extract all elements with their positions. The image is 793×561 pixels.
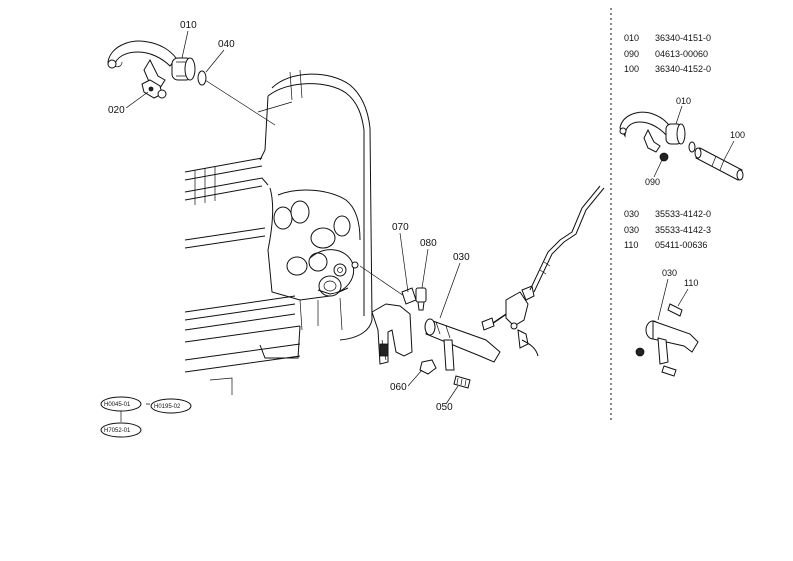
part-number: 36340-4152-0	[655, 64, 711, 74]
shift-arm-assembly	[371, 185, 605, 389]
transmission-housing	[184, 69, 373, 395]
parts-ref: 110	[624, 240, 638, 250]
part-number: 36340-4151-0	[655, 33, 711, 43]
parts-list-a: 010 36340-4151-0 090 04613-00060 100 363…	[624, 33, 711, 74]
part-number: 35533-4142-0	[655, 209, 711, 219]
callout-010: 010	[180, 20, 197, 31]
ref-oval-2: H0195-02	[154, 404, 181, 410]
inset-callout-010: 010	[676, 96, 691, 106]
callout-060: 060	[390, 382, 407, 393]
parts-ref: 010	[624, 33, 639, 43]
inset-callout-090: 090	[645, 177, 660, 187]
part-number: 04613-00060	[655, 49, 708, 59]
callout-030: 030	[453, 252, 470, 263]
inset-a-drawing	[619, 111, 744, 181]
ref-oval-1: H0045-01	[104, 402, 131, 408]
inset-callout-100: 100	[730, 130, 745, 140]
inset-b-drawing	[635, 303, 699, 377]
callout-070: 070	[392, 222, 409, 233]
o-ring-040	[197, 70, 207, 86]
reference-ovals: H0045-01 H0195-02 H7052-01	[100, 396, 192, 438]
inset-callout-030: 030	[662, 268, 677, 278]
ref-oval-3: H7052-01	[104, 428, 131, 434]
callout-080: 080	[420, 238, 437, 249]
parts-ref: 030	[624, 225, 639, 235]
callout-020: 020	[108, 105, 125, 116]
leader-line	[204, 79, 276, 126]
part-number: 35533-4142-3	[655, 225, 711, 235]
parts-ref: 100	[624, 64, 639, 74]
parts-list-b: 030 35533-4142-0 030 35533-4142-3 110 05…	[624, 209, 711, 250]
bolt-020	[141, 79, 167, 99]
inset-callout-110: 110	[684, 278, 698, 288]
part-number: 05411-00636	[655, 240, 707, 250]
leader-line	[359, 265, 405, 297]
parts-ref: 090	[624, 49, 639, 59]
callout-040: 040	[218, 39, 235, 50]
callout-050: 050	[436, 402, 453, 413]
parts-ref: 030	[624, 209, 639, 219]
